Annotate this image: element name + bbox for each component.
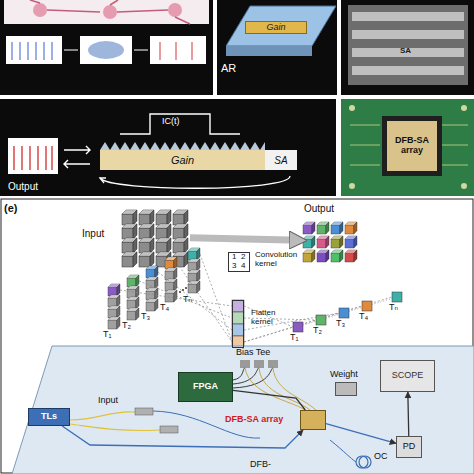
- node-text: FPGA: [193, 382, 218, 392]
- node-text: 1: [232, 253, 236, 262]
- time-step: T₃: [336, 319, 345, 329]
- time-step: T₄: [160, 303, 169, 313]
- optical-fiber: [326, 424, 396, 444]
- sa-section: SA: [265, 150, 297, 170]
- optical-fiber: [62, 426, 303, 448]
- node-text: DFB-SA array: [387, 136, 437, 156]
- oscilloscope: SCOPE: [380, 360, 435, 392]
- time-step: Tₙ: [389, 303, 398, 313]
- gain-waveguide: Gain: [100, 150, 265, 170]
- time-step: Tₙ: [183, 295, 192, 305]
- part-label: OC: [374, 452, 388, 462]
- pcb-board: [341, 99, 474, 196]
- panel-c: [341, 0, 474, 95]
- part-label: DFB-: [250, 460, 271, 470]
- node-text: 4: [241, 262, 245, 271]
- output-grid: Output: [300, 218, 360, 264]
- part-label: Input: [98, 396, 118, 406]
- photodetector: PD: [396, 436, 422, 458]
- node-text: SA: [274, 155, 287, 166]
- panel-b: [217, 0, 337, 95]
- time-step: T₁: [290, 333, 299, 343]
- node-text: SCOPE: [392, 371, 424, 381]
- transform-arrow: [190, 238, 300, 241]
- convolution-kernel: Convolution kernel1234: [228, 252, 250, 272]
- laser-chip: DFB-SA array: [300, 410, 326, 430]
- node-text: Convolution kernel: [255, 251, 307, 269]
- node-text: Gain: [171, 154, 194, 166]
- input-grid: Input: [118, 206, 190, 268]
- node-text: Weight: [330, 370, 358, 380]
- node-text: Input: [82, 228, 104, 239]
- chip-package: DFB-SA array: [382, 116, 442, 176]
- node-text: PD: [403, 442, 416, 452]
- tunable-lasers: TLs: [28, 408, 70, 426]
- node-text: DFB-SA array: [225, 415, 283, 425]
- fpga-board: FPGA: [178, 372, 233, 402]
- time-step: T₄: [359, 312, 368, 322]
- weight-device: Weight: [335, 382, 357, 396]
- rf-cable: [233, 390, 305, 410]
- node-text: 2: [241, 253, 245, 262]
- panel-label: (e): [4, 202, 17, 214]
- part-label: Output: [8, 181, 38, 192]
- node-text: Gain: [266, 23, 285, 33]
- signal-name: IC(t): [162, 117, 180, 127]
- node-text: Output: [304, 203, 334, 214]
- node-text: TLs: [41, 412, 57, 422]
- signal-cable: [407, 392, 409, 436]
- part-label: SA: [400, 47, 411, 56]
- part-label: Bias Tee: [236, 348, 270, 358]
- node-text: 3: [232, 262, 236, 271]
- gain-section: Gain: [245, 21, 307, 34]
- node-text: Flatten kernel: [251, 309, 291, 327]
- flatten-kernel: Flatten kernel: [232, 300, 244, 348]
- time-step: T₁: [103, 330, 112, 340]
- part-label: AR: [221, 62, 236, 74]
- time-step: T₃: [141, 312, 150, 322]
- panel-d: [0, 99, 336, 196]
- panel-a: [0, 0, 213, 95]
- time-step: T₂: [313, 326, 322, 336]
- time-step: T₂: [122, 321, 131, 331]
